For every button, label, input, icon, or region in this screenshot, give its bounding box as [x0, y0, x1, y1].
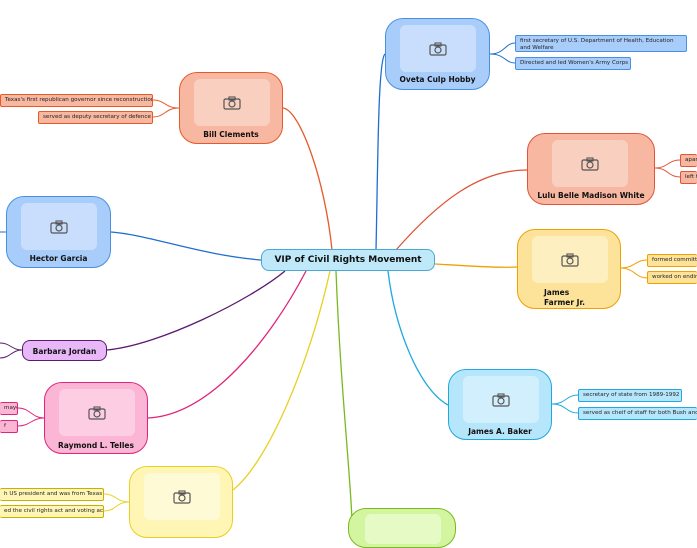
- node-label: James Farmer Jr.: [544, 288, 585, 307]
- node-label: Barbara Jordan: [32, 347, 97, 356]
- note-oveta-1[interactable]: first secretary of U.S. Department of He…: [515, 35, 687, 52]
- camera-icon: [492, 392, 510, 407]
- note-telles-1[interactable]: mayor: [0, 402, 18, 415]
- note-lulu-2[interactable]: left t: [680, 171, 697, 184]
- node-label: Lulu Belle Madison White: [537, 191, 645, 200]
- camera-icon: [581, 156, 599, 171]
- note-lulu-1[interactable]: apar: [680, 154, 697, 167]
- camera-icon: [88, 405, 106, 420]
- photo-placeholder: [400, 25, 476, 72]
- node-barbara-jordan[interactable]: Barbara Jordan: [22, 340, 107, 361]
- node-james-farmer-jr[interactable]: James Farmer Jr.: [517, 229, 621, 309]
- note-telles-2[interactable]: f: [0, 420, 18, 433]
- note-yellow-2[interactable]: ed the civil rights act and voting act: [0, 505, 104, 518]
- note-yellow-1[interactable]: h US president and was from Texas: [0, 488, 104, 501]
- camera-icon: [173, 489, 191, 504]
- node-green[interactable]: [348, 508, 456, 548]
- note-clements-2[interactable]: served as deputy secretary of defence: [38, 111, 153, 124]
- node-oveta-culp-hobby[interactable]: Oveta Culp Hobby: [385, 18, 490, 90]
- central-topic[interactable]: VIP of Civil Rights Movement: [261, 249, 435, 271]
- photo-placeholder: [194, 79, 270, 126]
- camera-icon: [223, 95, 241, 110]
- node-label: Bill Clements: [203, 130, 259, 139]
- node-bill-clements[interactable]: Bill Clements: [179, 72, 283, 144]
- node-yellow[interactable]: [129, 466, 233, 538]
- photo-placeholder: [365, 514, 441, 544]
- node-raymond-l-telles[interactable]: Raymond L. Telles: [44, 382, 148, 454]
- node-label: James A. Baker: [468, 427, 532, 436]
- note-baker-1[interactable]: secretary of state from 1989-1992: [578, 389, 682, 402]
- camera-icon: [561, 252, 579, 267]
- photo-placeholder: [59, 389, 135, 436]
- photo-placeholder: [144, 473, 220, 520]
- node-lulu-belle-madison-white[interactable]: Lulu Belle Madison White: [527, 133, 655, 205]
- node-label: Hector Garcia: [29, 254, 88, 263]
- node-james-a-baker[interactable]: James A. Baker: [448, 369, 552, 440]
- photo-placeholder: [552, 140, 628, 187]
- photo-placeholder: [532, 236, 608, 283]
- node-hector-garcia[interactable]: Hector Garcia: [6, 196, 111, 268]
- note-farmer-1[interactable]: formed committ: [647, 254, 697, 267]
- note-clements-1[interactable]: Texas's first republican governor since …: [0, 94, 153, 107]
- note-baker-2[interactable]: served as cheif of staff for both Bush a…: [578, 407, 697, 420]
- camera-icon: [50, 219, 68, 234]
- node-label: Oveta Culp Hobby: [399, 75, 476, 84]
- camera-icon: [429, 41, 447, 56]
- photo-placeholder: [21, 203, 97, 250]
- connector-lines: [0, 42, 681, 520]
- note-oveta-2[interactable]: Directed and led Women's Army Corps: [515, 57, 631, 70]
- photo-placeholder: [463, 376, 539, 423]
- note-farmer-2[interactable]: worked on endin: [647, 271, 697, 284]
- node-label: Raymond L. Telles: [58, 441, 134, 450]
